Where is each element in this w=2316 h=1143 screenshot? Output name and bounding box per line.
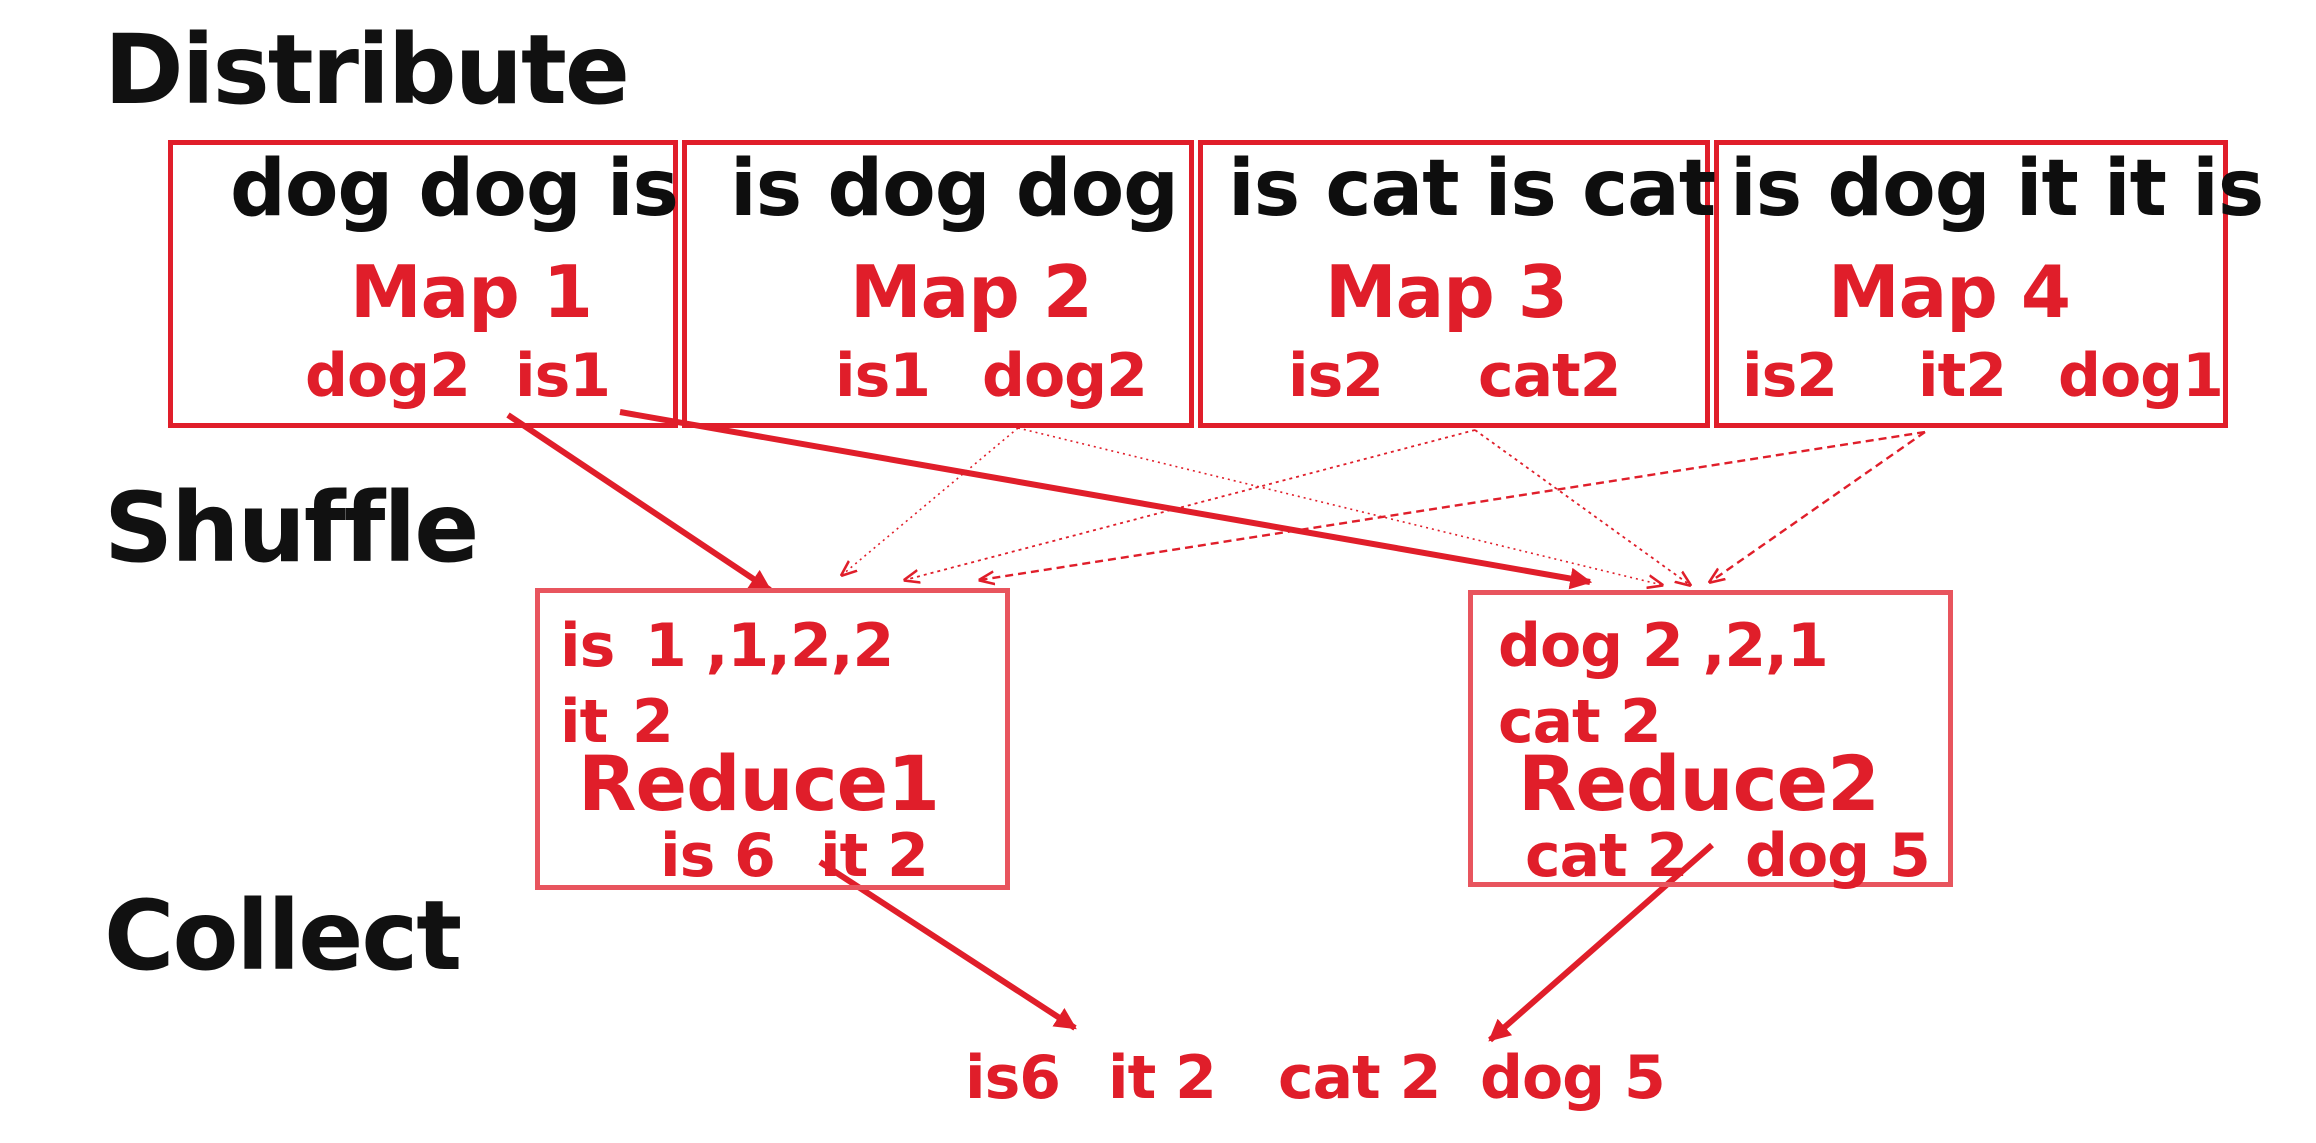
map3-output-2: cat2 — [1478, 341, 1621, 411]
reduce1-output-1: is 6 — [660, 821, 776, 891]
reduce1-input-values-2: 2 — [632, 687, 674, 757]
arrow-map4-to-reduce2 — [1710, 431, 1926, 582]
result-4: dog 5 — [1480, 1043, 1666, 1113]
map3-output-1: is2 — [1288, 341, 1384, 411]
map1-output-1: dog2 — [305, 341, 471, 411]
reduce2-input-key-2: cat — [1498, 687, 1601, 757]
arrow-map1-to-reduce2 — [619, 409, 1593, 590]
reduce1-output-2: it 2 — [820, 821, 929, 891]
map-box-3 — [1198, 140, 1710, 428]
reduce2-title: Reduce2 — [1518, 739, 1880, 828]
map2-title: Map 2 — [850, 250, 1093, 334]
stage-collect-label: Collect — [104, 880, 462, 992]
arrow-map3-to-reduce2 — [1474, 429, 1690, 585]
arrow-map3-to-reduce1 — [905, 429, 1476, 580]
map4-input-text: is dog it it is — [1730, 144, 2264, 234]
reduce1-input-key-2: it — [560, 687, 608, 757]
map2-output-2: dog2 — [982, 341, 1148, 411]
reduce-box-1 — [535, 588, 1010, 890]
arrow-map2-to-reduce1 — [842, 427, 1019, 575]
reduce1-input-key-1: is — [560, 611, 615, 681]
map3-title: Map 3 — [1325, 250, 1568, 334]
map-box-4 — [1714, 140, 2228, 428]
reduce2-output-1: cat 2 — [1525, 821, 1688, 891]
map1-input-text: dog dog is — [230, 144, 679, 234]
map4-output-1: is2 — [1742, 341, 1838, 411]
reduce2-input-values-1: 2 ,2,1 — [1642, 611, 1829, 681]
map1-title: Map 1 — [350, 250, 593, 334]
arrow-map2-to-reduce2 — [1017, 427, 1662, 585]
result-1: is6 — [965, 1043, 1061, 1113]
result-3: cat 2 — [1278, 1043, 1441, 1113]
reduce1-title: Reduce1 — [578, 739, 940, 828]
reduce2-input-key-1: dog — [1498, 611, 1623, 681]
map4-title: Map 4 — [1828, 250, 2071, 334]
reduce2-output-2: dog 5 — [1745, 821, 1931, 891]
map3-input-text: is cat is cat — [1228, 144, 1716, 234]
result-2: it 2 — [1108, 1043, 1217, 1113]
map-box-2 — [682, 140, 1194, 428]
map2-output-1: is1 — [835, 341, 931, 411]
reduce1-input-values-1: 1 ,1,2,2 — [645, 611, 894, 681]
arrow-map1-to-reduce1 — [506, 412, 772, 593]
arrow-reduce2-to-result — [1488, 842, 1714, 1043]
map-box-1 — [168, 140, 678, 428]
map4-output-3: dog1 — [2058, 341, 2224, 411]
map1-output-2: is1 — [515, 341, 611, 411]
reduce2-input-values-2: 2 — [1620, 687, 1662, 757]
map2-input-text: is dog dog — [730, 144, 1179, 234]
arrow-map4-to-reduce1 — [980, 430, 1926, 580]
stage-shuffle-label: Shuffle — [104, 472, 479, 584]
map4-output-2: it2 — [1918, 341, 2007, 411]
stage-distribute-label: Distribute — [104, 14, 630, 126]
reduce-box-2 — [1468, 590, 1953, 887]
